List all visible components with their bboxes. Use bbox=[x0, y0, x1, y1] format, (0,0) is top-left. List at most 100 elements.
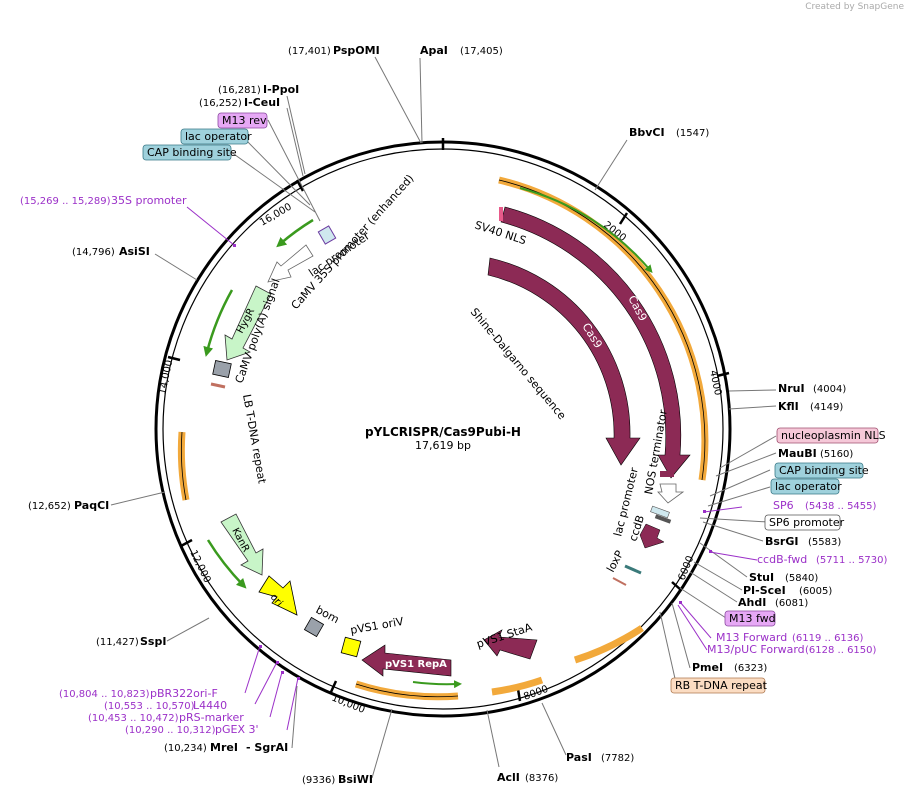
primer-name: L4440 bbox=[193, 699, 227, 712]
box-label: M13 fwd bbox=[729, 612, 776, 625]
site-name: I-PpoI bbox=[263, 83, 299, 96]
lb-tdna-mark bbox=[210, 382, 226, 389]
site-name: I-CeuI bbox=[244, 96, 280, 109]
box-label: M13 rev bbox=[222, 114, 267, 127]
orf-arcs bbox=[177, 176, 709, 701]
primer-name: SP6 bbox=[773, 499, 794, 512]
site-name: - SgrAI bbox=[246, 741, 288, 754]
primer-leader-lines bbox=[186, 206, 758, 731]
sv40-nls-mark bbox=[499, 207, 503, 221]
tick-label: 4000 bbox=[707, 369, 723, 396]
site-pos: (5160) bbox=[820, 449, 853, 460]
primer-marks bbox=[233, 244, 712, 680]
site-pos: (7782) bbox=[601, 753, 634, 764]
ccdb-arrow bbox=[639, 523, 665, 549]
site-name: PaqCI bbox=[74, 499, 109, 512]
pvs1-repa-label: pVS1 RepA bbox=[385, 659, 447, 670]
lac-promoter-left-mark bbox=[317, 225, 337, 245]
tick-label: 10,000 bbox=[330, 693, 367, 716]
cas9-outer-arrow bbox=[500, 206, 691, 479]
primer-name: pRS-marker bbox=[179, 711, 244, 724]
site-leader-lines bbox=[110, 56, 777, 779]
site-name: PasI bbox=[566, 751, 592, 764]
site-pos: (6081) bbox=[775, 598, 808, 609]
camv-35s-arrow bbox=[267, 244, 314, 283]
box-label: lac operator bbox=[185, 130, 252, 143]
boxed-feature-labels: M13 rev lac operator CAP binding site nu… bbox=[142, 112, 886, 694]
site-name: BbvCI bbox=[629, 126, 665, 139]
pvs1-staa-arrow bbox=[483, 629, 538, 660]
box-label: lac operator bbox=[775, 480, 842, 493]
camv-35s-label: CaMV 35S promoter (enhanced) bbox=[289, 172, 417, 312]
snapgene-credit: Created by SnapGene bbox=[805, 2, 904, 12]
nucleoplasmin-nls-mark bbox=[660, 471, 674, 477]
nos-terminator-arrow bbox=[657, 483, 685, 504]
feature-labels: SV40 NLS Shine-Dalgarno sequence NOS ter… bbox=[233, 172, 670, 651]
site-name: AsiSI bbox=[119, 245, 150, 258]
site-name: AhdI bbox=[738, 596, 766, 609]
tick-marks bbox=[167, 138, 730, 702]
primer-labels: (15,269 .. 15,289) 35S promoter SP6 (543… bbox=[20, 194, 888, 736]
box-label: CAP binding site bbox=[779, 464, 869, 477]
site-pos: (17,405) bbox=[460, 46, 503, 57]
primer-range: (10,290 .. 10,312) bbox=[125, 725, 216, 736]
site-pos: (14,796) bbox=[72, 247, 115, 258]
primer-range: (5711 .. 5730) bbox=[816, 555, 888, 566]
lb-tdna-label: LB T-DNA repeat bbox=[240, 393, 269, 485]
primer-range: (10,553 .. 10,570) bbox=[104, 701, 195, 712]
shine-dalgarno-label: Shine-Dalgarno sequence bbox=[468, 306, 569, 423]
site-name: PspOMI bbox=[333, 44, 380, 57]
plasmid-size: 17,619 bp bbox=[415, 439, 471, 452]
primer-name: M13 Forward bbox=[716, 631, 787, 644]
primer-name: 35S promoter bbox=[111, 194, 187, 207]
primer-range: (15,269 .. 15,289) bbox=[20, 196, 111, 207]
pvs1-oriv-box bbox=[340, 636, 362, 658]
site-pos: (1547) bbox=[676, 128, 709, 139]
box-label: nucleoplasmin NLS bbox=[781, 429, 886, 442]
primer-name: M13/pUC Forward bbox=[707, 643, 805, 656]
loxp-label: loxP bbox=[604, 548, 626, 574]
site-pos: (16,252) bbox=[199, 98, 242, 109]
cas9-inner-arrow bbox=[487, 257, 641, 466]
orf-arc-bottom-right bbox=[573, 625, 644, 664]
primer-range: (10,453 .. 10,472) bbox=[88, 713, 179, 724]
plasmid-name: pYLCRISPR/Cas9Pubi-H bbox=[365, 425, 521, 439]
box-label: RB T-DNA repeat bbox=[675, 679, 768, 692]
site-name: NruI bbox=[778, 382, 805, 395]
site-name: ApaI bbox=[420, 44, 448, 57]
restriction-site-labels: (17,401) PspOMI ApaI (17,405) BbvCI (154… bbox=[28, 44, 853, 786]
site-pos: (16,281) bbox=[218, 85, 261, 96]
loxp-mark bbox=[624, 564, 642, 575]
site-name: AclI bbox=[497, 771, 520, 784]
site-name: StuI bbox=[749, 571, 774, 584]
site-name: PI-SceI bbox=[743, 584, 786, 597]
camv-polya-box bbox=[212, 360, 232, 378]
site-name: PmeI bbox=[692, 661, 723, 674]
site-name: BsiWI bbox=[338, 773, 373, 786]
site-pos: (5583) bbox=[808, 537, 841, 548]
orf-arc-hygr bbox=[203, 289, 234, 357]
site-name: BsrGI bbox=[765, 535, 798, 548]
hygr-arrow bbox=[224, 285, 272, 361]
site-pos: (8376) bbox=[525, 773, 558, 784]
site-pos: (12,652) bbox=[28, 501, 71, 512]
kanr-arrow bbox=[220, 513, 264, 576]
lac-promoter-right-mark bbox=[650, 505, 670, 519]
pvs1-oriv-label: pVS1 oriV bbox=[349, 615, 405, 637]
primer-range: (10,804 .. 10,823) bbox=[59, 689, 150, 700]
box-label: SP6 promoter bbox=[769, 516, 845, 529]
site-name: MauBI bbox=[778, 447, 817, 460]
primer-name: ccdB-fwd bbox=[757, 553, 807, 566]
primer-range: (6128 .. 6150) bbox=[805, 645, 877, 656]
tick-label: 14,000 bbox=[157, 359, 175, 396]
site-name: SspI bbox=[140, 635, 166, 648]
primer-range: (6119 .. 6136) bbox=[792, 633, 864, 644]
orf-arc-top-left bbox=[276, 218, 314, 248]
site-name: KflI bbox=[778, 400, 799, 413]
ori-arrow bbox=[258, 575, 298, 616]
orf-arc-bottom bbox=[491, 676, 544, 696]
box-label: CAP binding site bbox=[147, 146, 237, 159]
bom-box bbox=[303, 616, 325, 638]
site-pos: (17,401) bbox=[288, 46, 331, 57]
